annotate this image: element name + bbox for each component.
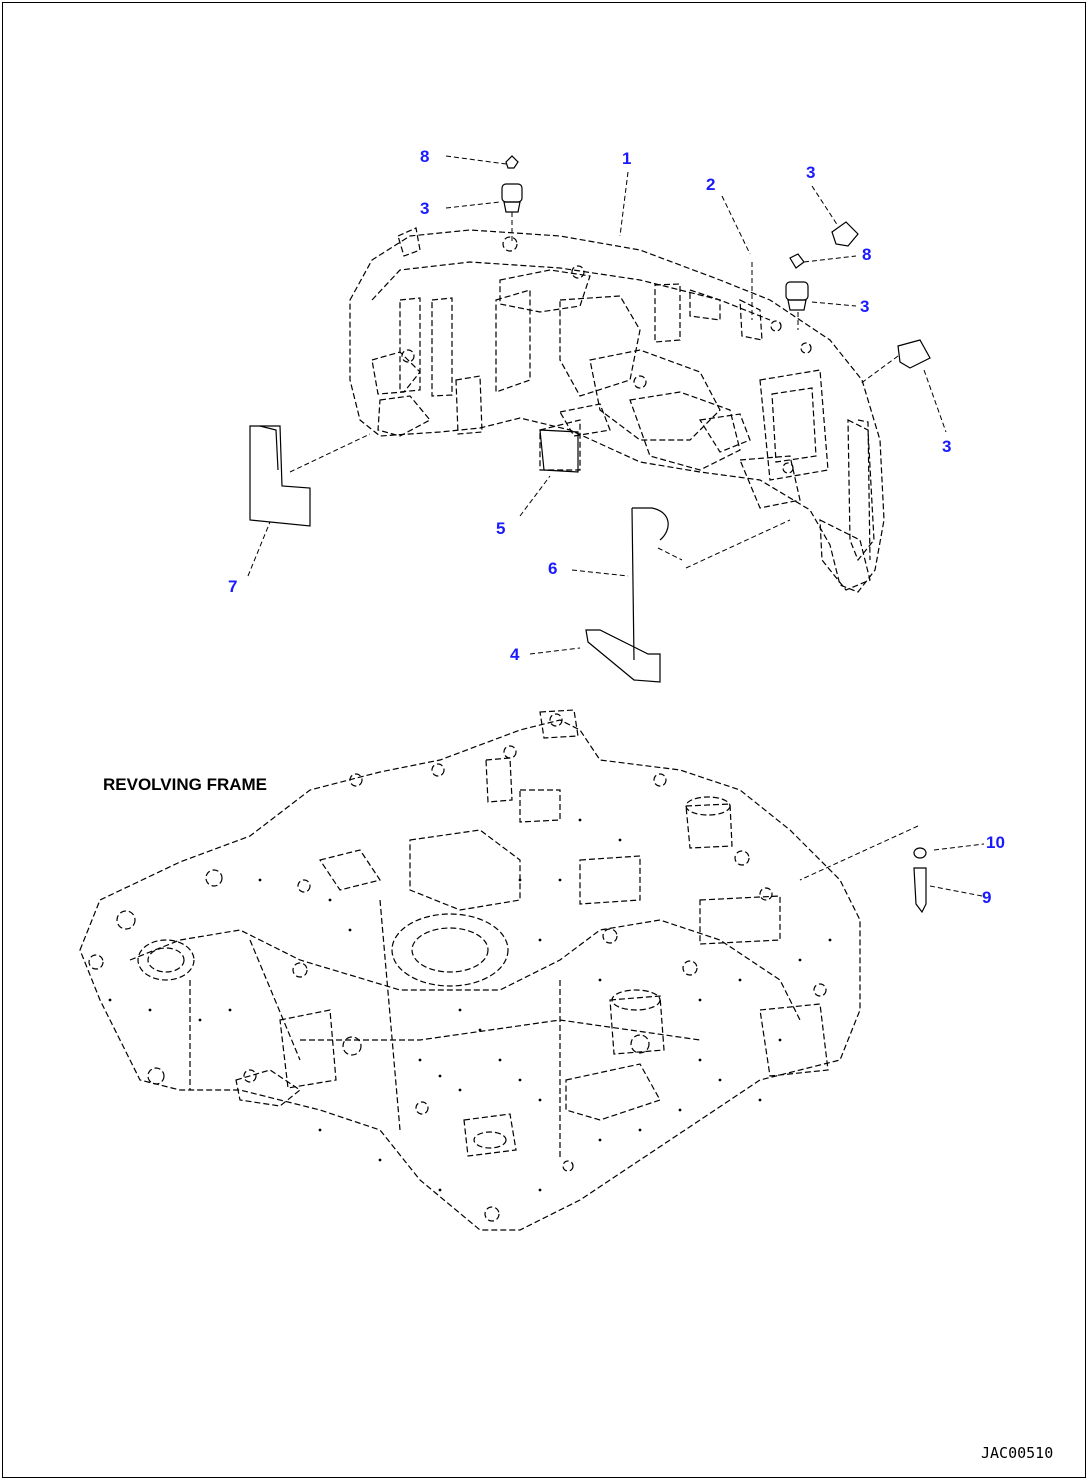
- callout-4: 4: [510, 645, 520, 664]
- callout-8: 8: [420, 147, 430, 166]
- callout-3: 3: [942, 437, 952, 456]
- hardware-parts: [249, 155, 931, 914]
- revolving-frame: [79, 709, 861, 1231]
- callout-3: 3: [420, 199, 430, 218]
- callout-6: 6: [548, 559, 558, 578]
- callout-10: 10: [986, 833, 1005, 852]
- callout-5: 5: [496, 519, 506, 538]
- leader-lines: [247, 155, 985, 897]
- callout-2: 2: [706, 175, 716, 194]
- callout-3: 3: [860, 297, 870, 316]
- revolving-frame-label: REVOLVING FRAME: [103, 775, 268, 794]
- drawing-id: JAC00510: [981, 1444, 1054, 1462]
- callout-3: 3: [806, 163, 816, 182]
- callout-8: 8: [862, 245, 872, 264]
- callout-9: 9: [982, 888, 992, 907]
- frame-rivet-dots: [108, 818, 832, 1192]
- callout-1: 1: [622, 149, 632, 168]
- callout-7: 7: [228, 577, 238, 596]
- upper-cover-assembly: [349, 227, 885, 593]
